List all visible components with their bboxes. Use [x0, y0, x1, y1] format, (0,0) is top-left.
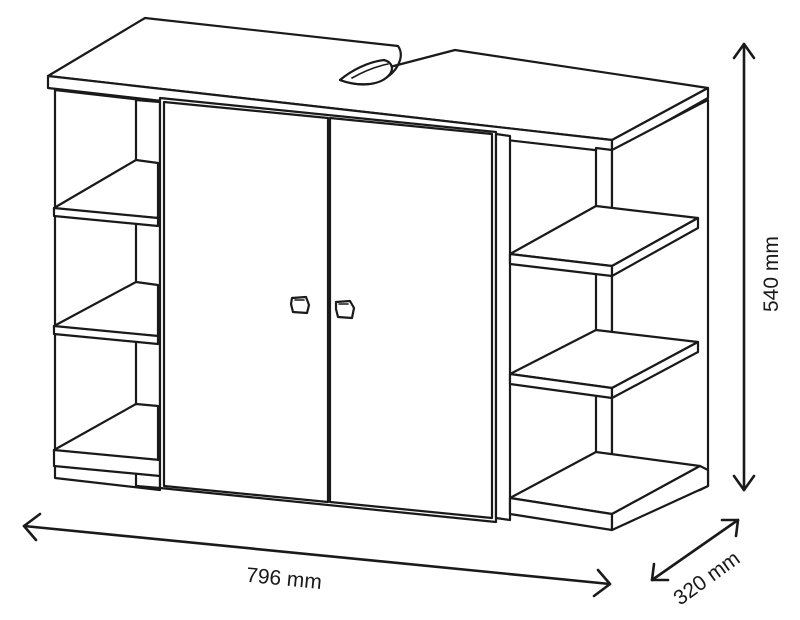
- depth-arrow-head-top: [720, 518, 740, 538]
- width-arrow-head-right: [592, 568, 612, 598]
- height-arrow-head-top: [732, 42, 756, 60]
- depth-dimension: 320 mm: [650, 518, 744, 610]
- left-door-knob: [289, 295, 311, 315]
- depth-arrow-head-bottom: [650, 562, 670, 582]
- right-base-side: [610, 464, 710, 532]
- right-shelf-middle-side: [610, 340, 700, 400]
- left-door: [162, 100, 330, 504]
- width-arrow-line: [22, 524, 612, 586]
- door-cabinet: [158, 96, 498, 524]
- right-door-knob: [334, 299, 356, 320]
- sink-cutout-inner-edge: [351, 63, 389, 79]
- width-dimension: 796 mm: [22, 512, 612, 598]
- width-label: 796 mm: [245, 564, 323, 594]
- width-arrow-head-left: [22, 512, 42, 542]
- height-dimension: 540 mm: [732, 42, 783, 492]
- depth-label: 320 mm: [669, 547, 744, 610]
- right-front-post: [494, 132, 512, 522]
- height-label: 540 mm: [760, 236, 783, 312]
- left-shelf-section: [52, 88, 162, 492]
- right-shelf-top-side: [610, 216, 700, 278]
- right-door: [328, 116, 494, 520]
- right-side-post: [610, 98, 710, 510]
- depth-arrow-line: [650, 518, 740, 582]
- countertop-side-edge: [610, 86, 710, 154]
- left-shelf-middle-front: [52, 324, 160, 346]
- right-shelf-section: [494, 98, 710, 532]
- height-arrow-head-bottom: [732, 474, 756, 492]
- left-shelf-top-front: [52, 206, 160, 228]
